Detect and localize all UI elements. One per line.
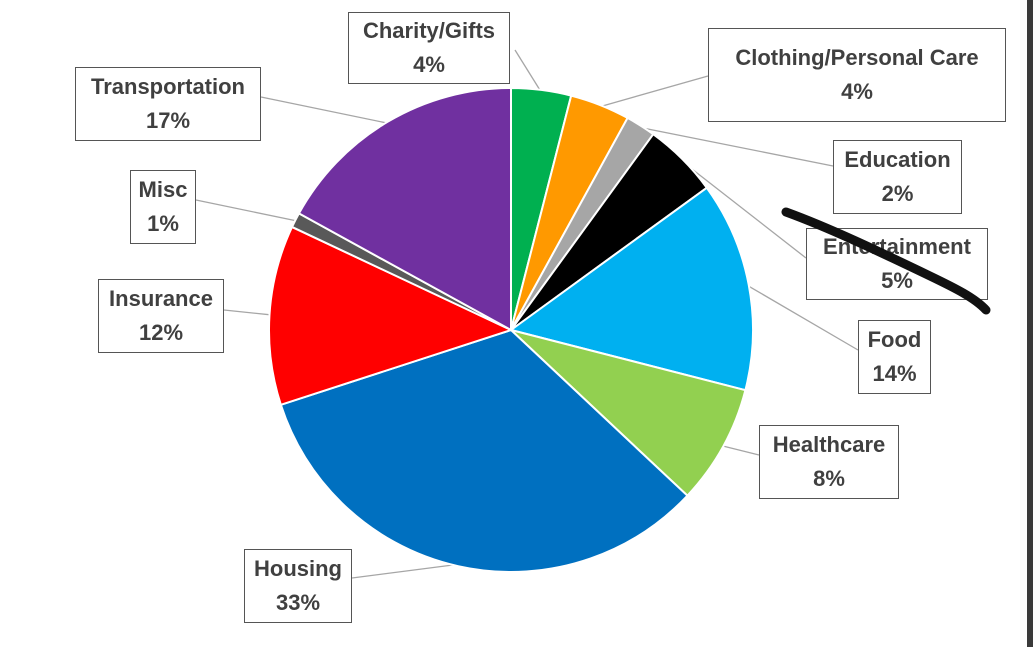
- leader-lines: [195, 49, 859, 579]
- data-label-value: 17%: [145, 108, 191, 133]
- leader-line: [260, 96, 389, 125]
- pie-slice-housing: [279, 328, 689, 573]
- data-label-charity-gifts: Charity/Gifts 4%: [348, 12, 510, 84]
- data-label-value: 5%: [881, 268, 913, 293]
- pie-slice-transportation: [297, 86, 512, 332]
- data-label-name: Healthcare: [772, 432, 886, 457]
- pie-slices: [268, 86, 754, 573]
- leader-line: [721, 444, 760, 456]
- data-label-education: Education 2%: [833, 140, 962, 214]
- leader-line: [514, 49, 542, 93]
- data-label-name: Misc: [138, 177, 188, 202]
- data-label-name: Housing: [254, 556, 342, 581]
- data-label-name: Education: [844, 147, 951, 172]
- data-label-name: Food: [867, 327, 922, 352]
- data-label-value: 2%: [881, 181, 914, 206]
- data-label-housing: Housing 33%: [244, 549, 352, 623]
- data-label-entertainment: Entertainment 5%: [806, 228, 988, 300]
- data-label-value: 1%: [147, 211, 179, 236]
- leader-line: [351, 563, 459, 579]
- data-label-name: Entertainment: [823, 234, 971, 259]
- data-label-name: Charity/Gifts: [362, 18, 496, 43]
- pie-slice-food: [508, 186, 754, 392]
- data-label-transportation: Transportation 17%: [75, 67, 261, 141]
- data-label-name: Insurance: [109, 286, 213, 311]
- pie-slice-healthcare: [510, 329, 747, 498]
- data-label-food: Food 14%: [858, 320, 931, 394]
- leader-line: [599, 75, 709, 108]
- data-label-name: Transportation: [90, 74, 245, 99]
- data-label-value: 8%: [813, 466, 845, 491]
- leader-line: [746, 284, 859, 351]
- data-label-name: Clothing/Personal Care: [735, 45, 979, 70]
- data-label-value: 33%: [275, 590, 321, 615]
- data-label-healthcare: Healthcare 8%: [759, 425, 899, 499]
- leader-line: [223, 309, 272, 316]
- data-label-misc: Misc 1%: [130, 170, 196, 244]
- data-label-clothing-personal-care: Clothing/Personal Care 4%: [708, 28, 1006, 122]
- data-label-value: 12%: [138, 320, 184, 345]
- leader-line: [639, 126, 834, 167]
- data-label-value: 14%: [872, 361, 917, 386]
- leader-line: [195, 199, 298, 222]
- pie-slice-insurance: [268, 225, 514, 407]
- data-label-value: 4%: [413, 52, 445, 77]
- data-label-value: 4%: [841, 79, 873, 104]
- data-label-insurance: Insurance 12%: [98, 279, 224, 353]
